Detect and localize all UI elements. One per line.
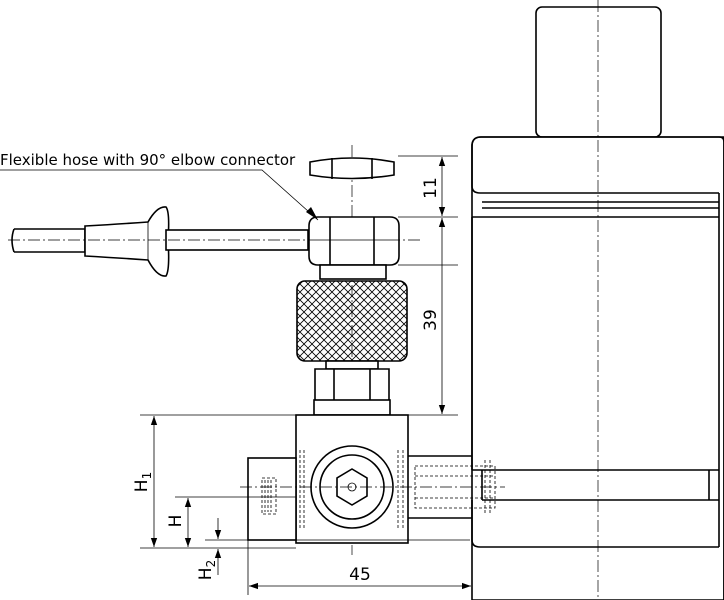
dimension-h xyxy=(175,496,296,547)
dimension-39 xyxy=(398,218,458,416)
adapter-block xyxy=(295,414,409,544)
dimension-h2 xyxy=(205,518,470,575)
top-hex-cap xyxy=(309,157,395,180)
dimension-11-label: 11 xyxy=(421,177,441,199)
h1-sub: 1 xyxy=(140,472,154,480)
h1-main: H xyxy=(132,479,152,492)
dimension-h1-label: H1 xyxy=(132,472,154,492)
hose-annotation xyxy=(0,169,319,221)
dimension-h2-label: H2 xyxy=(196,560,218,580)
h2-main: H xyxy=(196,567,216,580)
dimension-h-label: H xyxy=(166,515,186,528)
dimension-h1 xyxy=(140,414,296,549)
hose-label: Flexible hose with 90° elbow connector xyxy=(0,151,296,169)
left-plug xyxy=(247,457,297,541)
knurled-sleeve xyxy=(296,280,408,362)
hose xyxy=(8,206,420,277)
lower-hex-nut xyxy=(313,360,391,416)
dimension-45-label: 45 xyxy=(349,565,371,585)
dimension-39-label: 39 xyxy=(421,309,441,331)
h2-sub: 2 xyxy=(204,560,218,568)
dimension-11 xyxy=(398,155,458,218)
dimension-45 xyxy=(247,540,473,595)
elbow-nut xyxy=(308,216,400,280)
right-connector xyxy=(240,450,505,530)
